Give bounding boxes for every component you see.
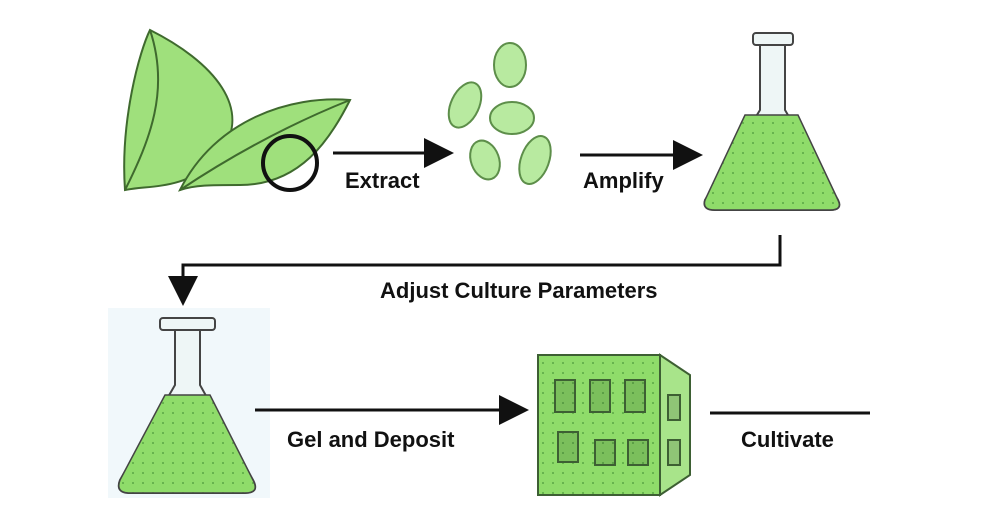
label-gel-and-deposit: Gel and Deposit: [287, 427, 455, 452]
cells-icon: [447, 42, 552, 185]
label-amplify: Amplify: [583, 168, 664, 193]
building-icon: [537, 353, 691, 497]
label-adjust-culture-parameters: Adjust Culture Parameters: [380, 278, 658, 303]
flask-icon: [703, 32, 841, 211]
label-extract: Extract: [345, 168, 420, 193]
connector-adjust: [168, 235, 782, 306]
label-cultivate: Cultivate: [741, 427, 834, 452]
magnify-circle: [261, 134, 319, 192]
leaves-icon: [123, 28, 352, 192]
flask-icon: [117, 317, 257, 494]
